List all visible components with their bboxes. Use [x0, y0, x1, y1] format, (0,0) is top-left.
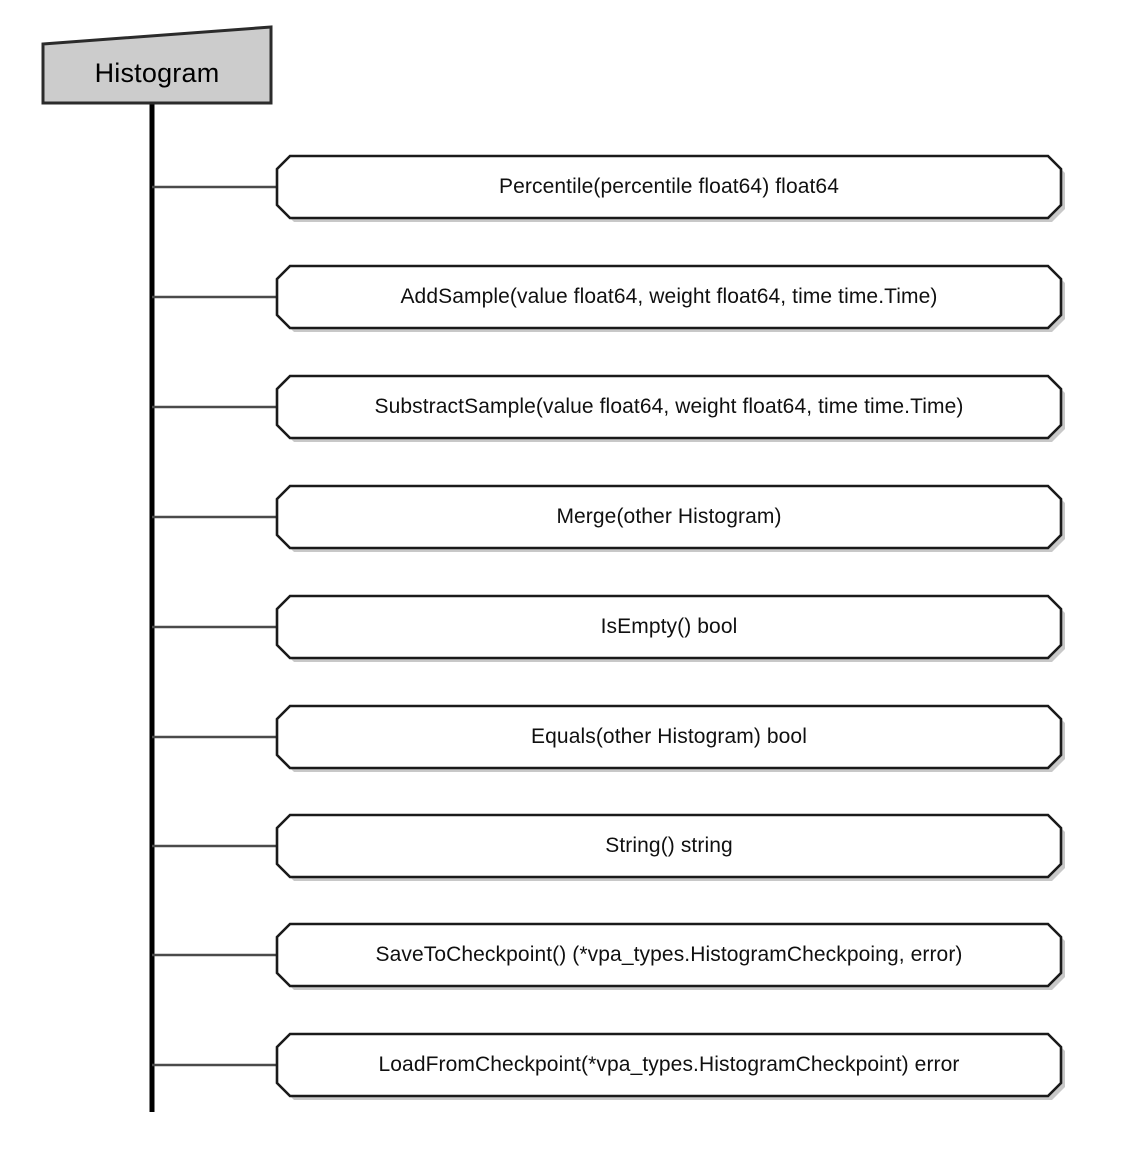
method-node[interactable]: SubstractSample(value float64, weight fl…: [274, 373, 1065, 442]
method-node[interactable]: AddSample(value float64, weight float64,…: [274, 263, 1065, 332]
method-node-shape: [275, 922, 1065, 990]
method-node[interactable]: SaveToCheckpoint() (*vpa_types.Histogram…: [274, 921, 1065, 990]
method-node-shape: [275, 813, 1065, 881]
method-node-shape: [275, 594, 1065, 662]
method-node-label: SaveToCheckpoint() (*vpa_types.Histogram…: [375, 943, 963, 966]
method-node-label: AddSample(value float64, weight float64,…: [400, 285, 938, 308]
class-node-label: Histogram: [94, 58, 220, 88]
method-node[interactable]: Percentile(percentile float64) float64: [274, 153, 1065, 222]
class-node-histogram[interactable]: Histogram: [40, 24, 274, 106]
method-node-label: Merge(other Histogram): [556, 505, 782, 528]
method-node-label: Equals(other Histogram) bool: [531, 725, 807, 748]
method-node-label: SubstractSample(value float64, weight fl…: [374, 395, 964, 418]
method-node-shape: [275, 1032, 1065, 1100]
method-node-label: IsEmpty() bool: [600, 615, 738, 638]
method-node-shape: [275, 374, 1065, 442]
method-node[interactable]: IsEmpty() bool: [274, 593, 1065, 662]
class-node-shape: [41, 25, 273, 105]
connector-lines: [152, 185, 276, 1067]
method-node[interactable]: LoadFromCheckpoint(*vpa_types.HistogramC…: [274, 1031, 1065, 1100]
method-node[interactable]: Equals(other Histogram) bool: [274, 703, 1065, 772]
method-node-label: String() string: [605, 834, 733, 857]
method-node[interactable]: Merge(other Histogram): [274, 483, 1065, 552]
method-node-label: Percentile(percentile float64) float64: [499, 175, 839, 198]
method-node[interactable]: String() string: [274, 812, 1065, 881]
method-node-shape: [275, 154, 1065, 222]
method-node-shape: [275, 484, 1065, 552]
method-node-label: LoadFromCheckpoint(*vpa_types.HistogramC…: [378, 1053, 960, 1076]
method-node-shape: [275, 704, 1065, 772]
method-node-shape: [275, 264, 1065, 332]
